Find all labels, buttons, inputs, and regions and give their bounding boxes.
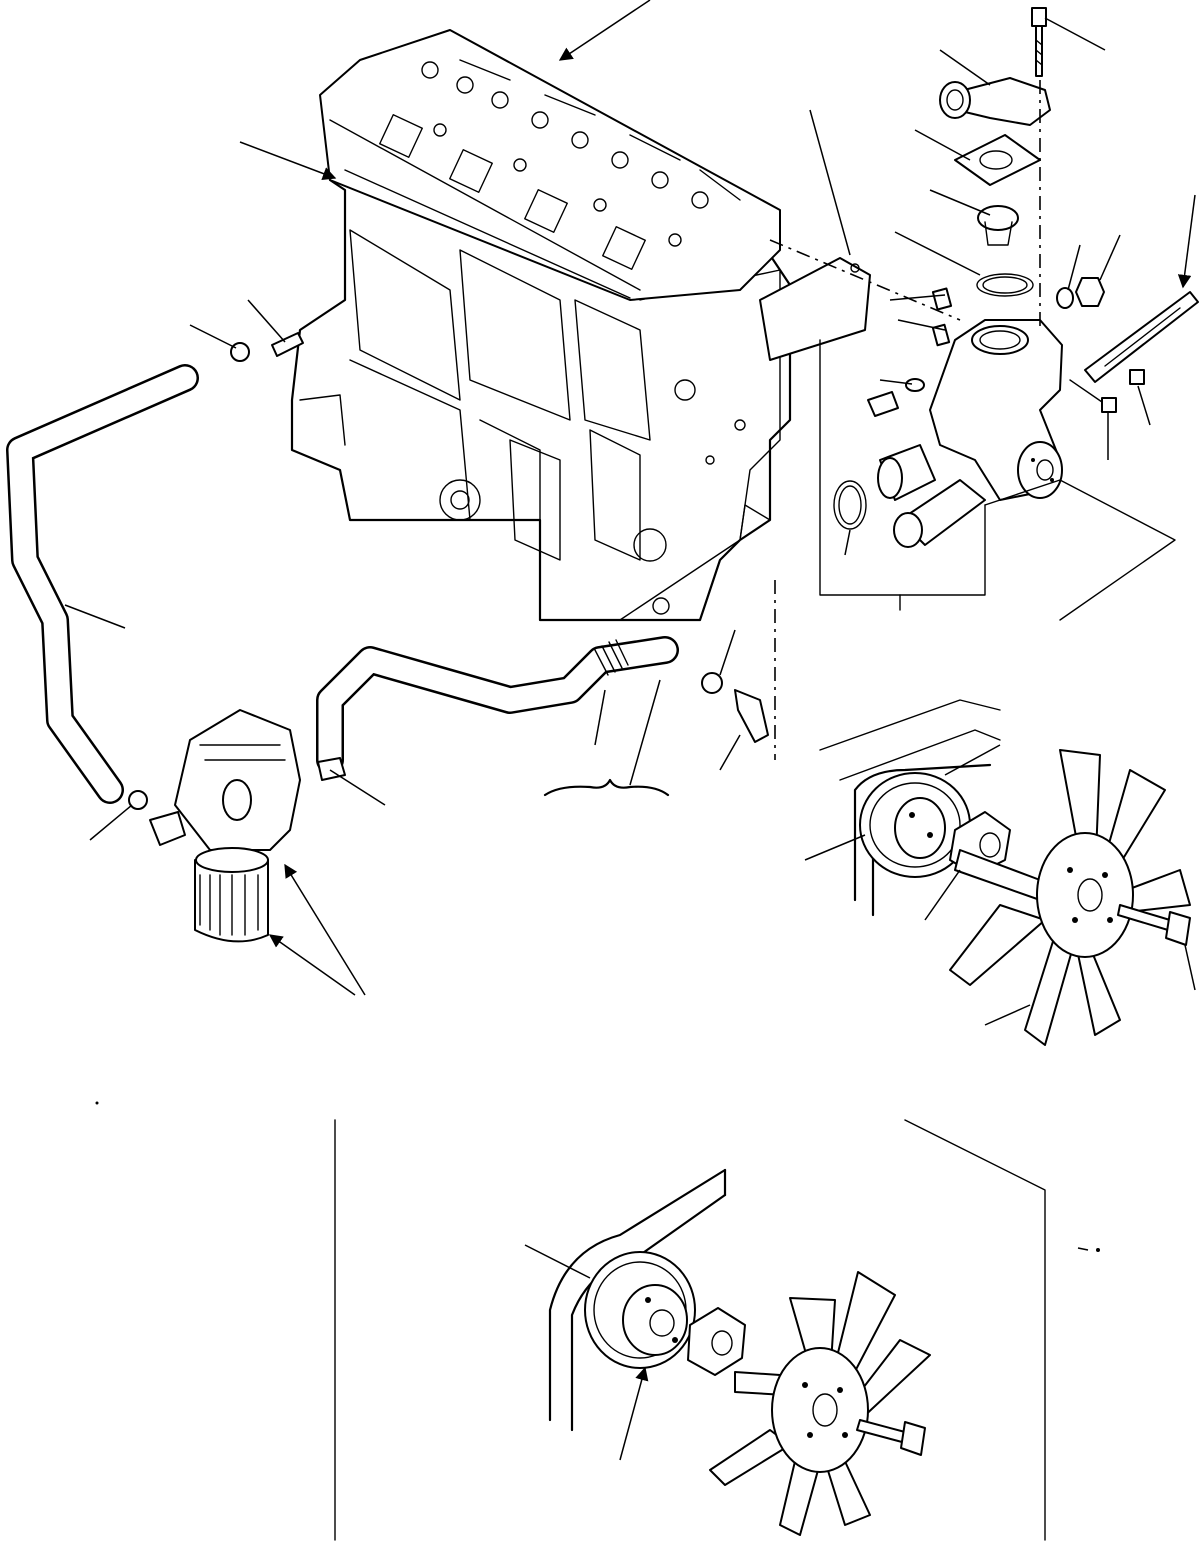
brace-icon (543, 778, 670, 797)
nut-washer-icon (1056, 277, 1105, 309)
fan-assembly-upper (819, 699, 1191, 1046)
front-plate-holes (439, 379, 746, 615)
group-bracket (819, 339, 986, 596)
engine-block-icon (290, 29, 792, 622)
callout-arrows (239, 0, 1196, 1461)
leader-lines (64, 17, 1196, 1279)
thermostat-housing-icon (939, 77, 1051, 297)
filter-cartridge-icon (194, 847, 269, 943)
spacer-icon (687, 1307, 746, 1376)
inset-frame (334, 1119, 1046, 1541)
fan-icon (709, 1271, 931, 1536)
oil-cooler-icon (149, 709, 301, 851)
adjusting-bar-icon (1069, 291, 1199, 413)
o-ring-icon (833, 480, 867, 530)
water-hose-icon (6, 364, 679, 804)
fan-assembly-lower (548, 1168, 931, 1536)
fan-pulley-icon (584, 1251, 696, 1369)
cylinder-head-ports (379, 59, 741, 270)
water-pump-icon (877, 319, 1063, 548)
sensor-icon (867, 287, 953, 417)
gasket-icon (759, 257, 871, 361)
bolt-icon (1031, 7, 1047, 77)
fan-icon (949, 749, 1191, 1046)
